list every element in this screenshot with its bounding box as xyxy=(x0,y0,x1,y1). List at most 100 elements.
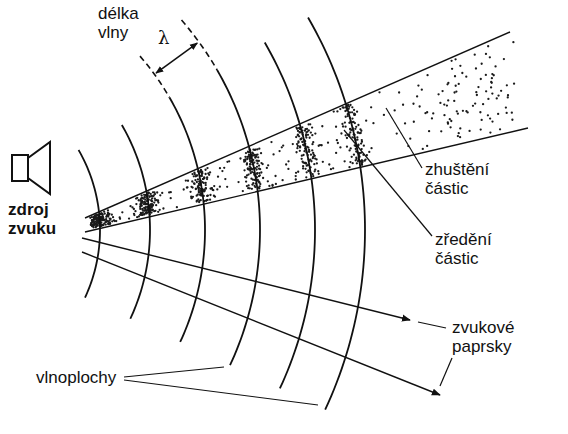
particle-dot xyxy=(443,103,445,105)
particle-dot xyxy=(490,86,492,88)
particle-dot xyxy=(352,162,354,164)
particle-dot xyxy=(209,194,211,196)
particle-dot xyxy=(202,178,204,180)
particle-dot xyxy=(339,108,341,110)
particle-dot xyxy=(156,191,158,193)
particle-dot xyxy=(91,220,93,222)
particle-dot xyxy=(151,197,153,199)
particle-dot xyxy=(249,163,251,165)
particle-dot xyxy=(105,223,107,225)
particle-dot xyxy=(207,199,209,201)
particle-dot xyxy=(246,158,248,160)
particle-dot xyxy=(307,147,309,149)
particle-dot xyxy=(490,81,492,83)
wavefront-arc xyxy=(169,98,205,342)
particle-dot xyxy=(409,138,411,140)
particle-dot xyxy=(335,126,337,128)
particle-dot xyxy=(485,90,487,92)
particle-dot xyxy=(260,152,262,154)
particle-dot xyxy=(337,142,339,144)
particle-dot xyxy=(365,120,367,122)
particle-dot xyxy=(487,45,489,47)
particle-dot xyxy=(256,172,258,174)
particle-dot xyxy=(489,117,491,119)
particle-dot xyxy=(295,172,297,174)
particle-dot xyxy=(441,90,443,92)
particle-dot xyxy=(197,187,199,189)
particle-dot xyxy=(343,160,345,162)
particle-dot xyxy=(209,199,211,201)
particle-dot xyxy=(244,176,246,178)
particle-dot xyxy=(205,187,207,189)
particle-dot xyxy=(304,130,306,132)
particle-dot xyxy=(455,85,457,87)
particle-dot xyxy=(328,163,330,165)
particle-dot xyxy=(311,149,313,151)
particle-dot xyxy=(310,154,312,156)
particle-dot xyxy=(143,196,145,198)
particle-dot xyxy=(193,172,195,174)
wavelength-label: délka vlny xyxy=(98,4,150,42)
particle-dot xyxy=(299,131,301,133)
particle-dot xyxy=(321,125,323,127)
particle-dot xyxy=(254,149,256,151)
particle-dot xyxy=(295,151,297,153)
particle-dot xyxy=(342,125,344,127)
particle-dot xyxy=(187,180,189,182)
particle-dot xyxy=(245,180,247,182)
particle-dot xyxy=(109,218,111,220)
particle-dot xyxy=(308,150,310,152)
particle-dot xyxy=(196,181,198,183)
leader-line xyxy=(418,322,446,328)
particle-dot xyxy=(480,128,482,130)
particle-dot xyxy=(351,106,353,108)
particle-dot xyxy=(209,171,211,173)
particle-dot xyxy=(259,174,261,176)
particle-dot xyxy=(357,124,359,126)
particle-dot xyxy=(341,123,343,125)
particle-dot xyxy=(202,178,204,180)
particle-dot xyxy=(353,154,355,156)
particle-dot xyxy=(247,173,249,175)
leader-line xyxy=(440,358,452,386)
particle-dot xyxy=(249,163,251,165)
particle-dot xyxy=(454,75,456,77)
particle-dot xyxy=(506,112,508,114)
particle-dot xyxy=(92,219,94,221)
particle-dot xyxy=(299,138,301,140)
particle-dot xyxy=(204,190,206,192)
particle-dot xyxy=(193,182,195,184)
particle-dot xyxy=(300,137,302,139)
particle-dot xyxy=(404,122,406,124)
particle-dot xyxy=(447,82,449,84)
particle-dot xyxy=(349,104,351,106)
particle-dot xyxy=(467,111,469,113)
particle-dot xyxy=(472,105,474,107)
particle-dot xyxy=(451,68,453,70)
particle-dot xyxy=(259,183,261,185)
particle-dot xyxy=(145,210,147,212)
wavefront-arc xyxy=(122,125,150,319)
particle-dot xyxy=(383,114,385,116)
particle-dot xyxy=(196,174,198,176)
particle-dot xyxy=(258,165,260,167)
particle-dot xyxy=(345,116,347,118)
leader-line xyxy=(386,108,422,168)
particle-dot xyxy=(212,189,214,191)
particle-dot xyxy=(195,188,197,190)
particle-dot xyxy=(306,171,308,173)
particle-dot xyxy=(224,178,226,180)
particle-dot xyxy=(511,119,513,121)
particle-dot xyxy=(449,118,451,120)
particle-dot xyxy=(109,222,111,224)
particle-dot xyxy=(304,162,306,164)
particle-dot xyxy=(201,172,203,174)
particle-dot xyxy=(151,209,153,211)
particle-dot xyxy=(107,214,109,216)
particle-dot xyxy=(308,129,310,131)
particle-dot xyxy=(272,153,274,155)
particle-dot xyxy=(351,117,353,119)
particle-dot xyxy=(154,199,156,201)
particle-dot xyxy=(148,192,150,194)
